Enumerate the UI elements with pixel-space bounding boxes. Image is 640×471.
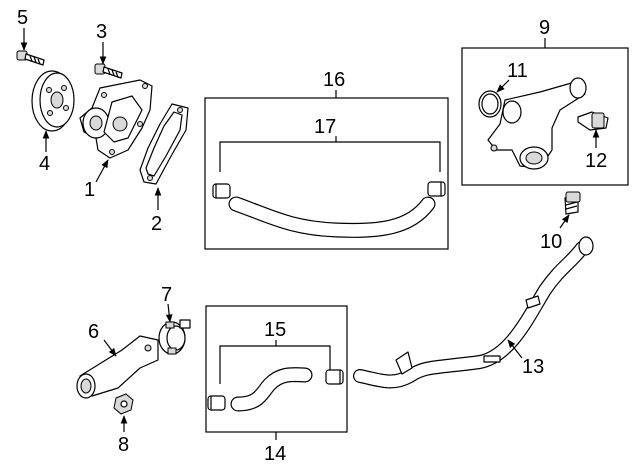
hose-kit-box-14: [205, 305, 348, 433]
callout-13: 13: [522, 356, 544, 378]
callout-9: 9: [539, 17, 550, 39]
thermostat-7: [158, 319, 191, 355]
callout-5: 5: [17, 7, 28, 29]
o-ring-11: [478, 90, 502, 118]
callout-4: 4: [39, 153, 50, 175]
callout-1: 1: [84, 179, 95, 201]
callout-8: 8: [118, 434, 129, 456]
callout-6: 6: [88, 321, 99, 343]
thermostat-housing-6: [76, 335, 159, 399]
bolt-10: [564, 191, 581, 215]
water-outlet-housing-9: [487, 77, 587, 170]
hose-clamp-17-left: [212, 183, 231, 199]
callout-14: 14: [264, 443, 286, 465]
pulley-4: [31, 70, 75, 132]
hose-clamp-15-left: [207, 395, 226, 411]
bolt-3: [94, 63, 123, 79]
gasket-2: [139, 103, 189, 185]
clamp-bracket-15: [219, 345, 331, 384]
callout-15: 15: [264, 319, 286, 341]
bolt-5: [16, 50, 45, 66]
hose-16: [228, 196, 436, 238]
callout-11: 11: [507, 60, 528, 82]
callout-16: 16: [323, 69, 345, 91]
hose-14: [230, 367, 313, 412]
callout-12: 12: [585, 150, 607, 172]
temp-sensor-12: [577, 111, 609, 131]
callout-10: 10: [540, 231, 562, 253]
nut-8: [113, 393, 134, 415]
callout-2: 2: [151, 213, 162, 235]
hose-clamp-17-right: [427, 181, 446, 197]
water-pipe-13: [353, 236, 594, 389]
callout-3: 3: [96, 21, 107, 43]
hose-clamp-15-right: [325, 369, 344, 385]
water-pump-1: [79, 79, 153, 159]
callout-17: 17: [314, 116, 336, 138]
clamp-bracket-17: [219, 141, 441, 172]
callout-7: 7: [161, 284, 172, 306]
